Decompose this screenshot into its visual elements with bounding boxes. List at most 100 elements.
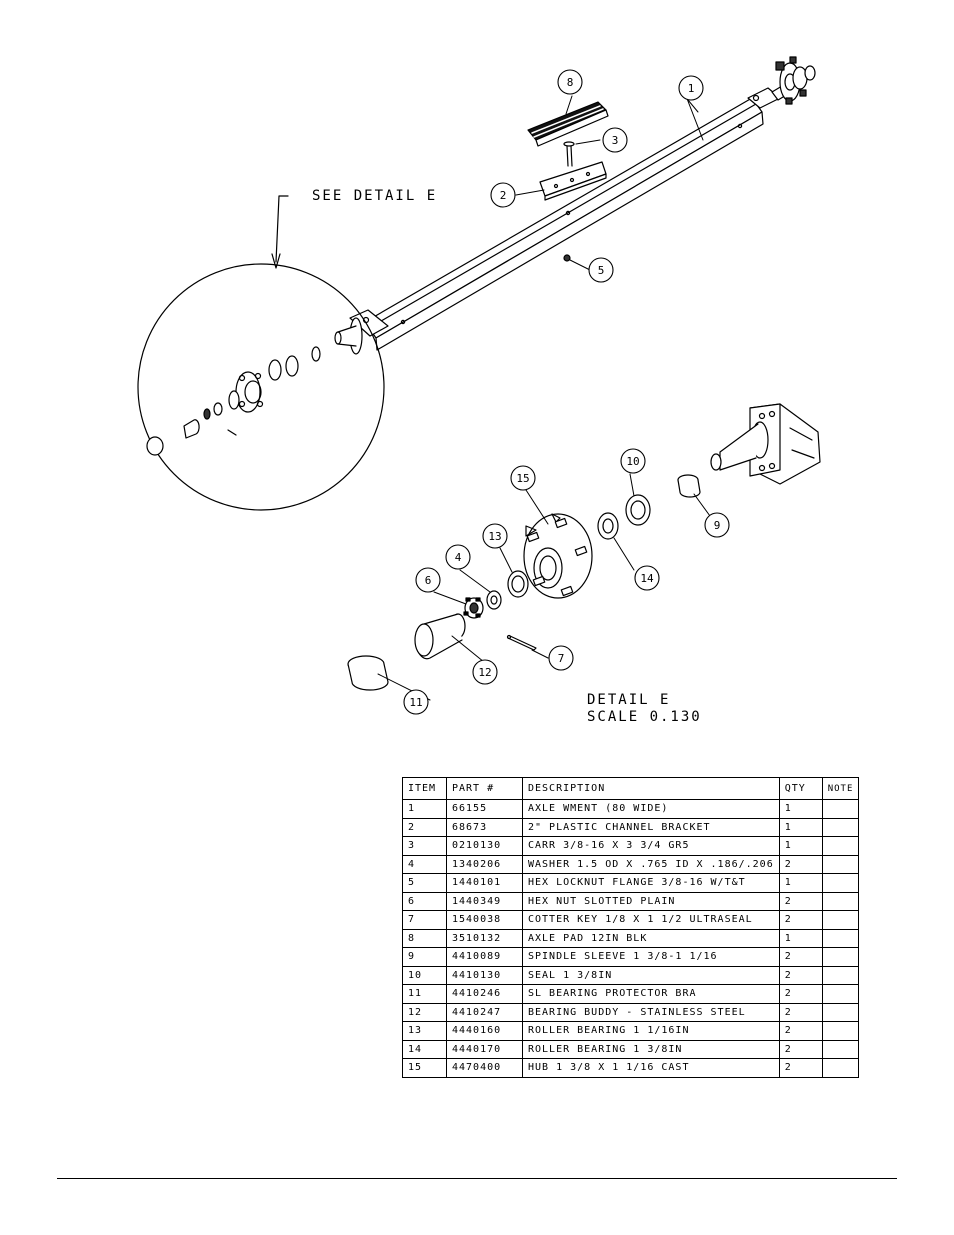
hex-locknut [563,254,571,262]
svg-text:14: 14 [640,572,654,585]
detail-circle [137,195,385,511]
cell-part-number: 0210130 [446,836,523,856]
header-qty: QTY [778,777,823,800]
cell-part-number: 1440349 [446,891,523,911]
cell-item: 9 [402,947,447,967]
svg-text:3: 3 [612,134,619,147]
balloons: 1 2 3 5 8 4 6 7 9 10 11 12 13 14 15 [403,69,730,715]
cell-description: SL BEARING PROTECTOR BRA [522,984,780,1004]
carriage-bolt [563,141,575,167]
balloon-4: 4 [445,544,471,570]
cell-part-number: 66155 [446,799,523,819]
balloon-6: 6 [415,567,441,593]
balloon-5: 5 [588,257,614,283]
cell-note [821,1058,860,1078]
cell-qty: 2 [778,947,823,967]
axle-left-spindle [334,309,389,355]
cell-qty: 2 [778,1002,823,1022]
axle-pad [527,101,609,147]
cell-description: ROLLER BEARING 1 1/16IN [522,1021,780,1041]
cell-note [821,1039,860,1059]
svg-text:4: 4 [455,551,462,564]
cell-item: 12 [402,1002,447,1022]
cell-item: 10 [402,965,447,985]
detail-roller-bearing-small [507,570,529,598]
detail-hub [523,513,593,599]
balloon-1: 1 [678,75,704,101]
cell-description: HUB 1 3/8 X 1 1/16 CAST [522,1058,780,1078]
cell-qty: 1 [778,873,823,893]
cell-item: 6 [402,891,447,911]
detail-spindle [710,403,821,485]
svg-text:7: 7 [558,652,565,665]
cell-item: 13 [402,1021,447,1041]
detail-roller-bearing-large [597,512,619,540]
svg-text:11: 11 [409,696,422,709]
cell-item: 1 [402,799,447,819]
balloon-12: 12 [472,659,498,685]
cell-item: 14 [402,1039,447,1059]
cell-description: SPINDLE SLEEVE 1 3/8-1 1/16 [522,947,780,967]
detail-bearing-protector [347,655,389,691]
cell-note [821,965,860,985]
cell-item: 8 [402,928,447,948]
cell-qty: 1 [778,928,823,948]
cell-qty: 2 [778,854,823,874]
cell-qty: 2 [778,984,823,1004]
svg-text:15: 15 [516,472,529,485]
cell-qty: 2 [778,891,823,911]
cell-note [821,928,860,948]
footer-rule [57,1178,897,1179]
cell-description: 2" PLASTIC CHANNEL BRACKET [522,817,780,837]
header-part-number: PART # [446,777,523,800]
cell-note [821,891,860,911]
detail-seal [625,494,651,526]
cell-note [821,836,860,856]
cell-qty: 2 [778,1039,823,1059]
header-note: NOTE [821,777,860,800]
detail-washer [486,590,502,610]
cell-note [821,1021,860,1041]
detail-slotted-nut [463,597,484,619]
cell-description: AXLE PAD 12IN BLK [522,928,780,948]
cell-description: HEX NUT SLOTTED PLAIN [522,891,780,911]
cell-item: 11 [402,984,447,1004]
table-header-row: ITEM PART # DESCRIPTION QTY NOTE [402,777,860,800]
cell-qty: 2 [778,910,823,930]
cell-part-number: 3510132 [446,928,523,948]
axle-beam [364,97,764,351]
cell-part-number: 1440101 [446,873,523,893]
cell-note [821,910,860,930]
balloon-9: 9 [704,512,730,538]
axle-right-end [747,56,816,109]
cell-part-number: 4410130 [446,965,523,985]
cell-part-number: 4440160 [446,1021,523,1041]
detail-scale: SCALE 0.130 [587,709,702,725]
cell-item: 7 [402,910,447,930]
cell-description: AXLE WMENT (80 WIDE) [522,799,780,819]
header-description: DESCRIPTION [522,777,780,800]
cell-item: 3 [402,836,447,856]
cell-description: SEAL 1 3/8IN [522,965,780,985]
balloon-7: 7 [548,645,574,671]
cell-part-number: 68673 [446,817,523,837]
cell-qty: 1 [778,817,823,837]
cell-note [821,854,860,874]
detail-cotter-key [506,634,537,651]
svg-text:9: 9 [714,519,721,532]
cell-item: 4 [402,854,447,874]
svg-text:10: 10 [626,455,639,468]
